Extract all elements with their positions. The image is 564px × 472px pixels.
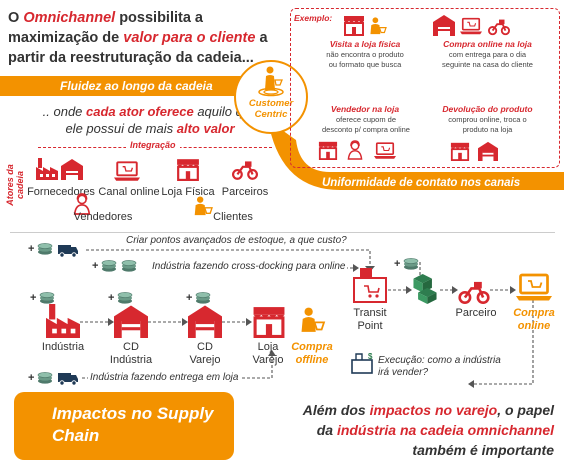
example-desc: com entrega para o dia seguinte na casa … xyxy=(442,50,533,69)
laptop-cart-icon xyxy=(514,273,554,302)
warehouse-icon xyxy=(188,305,222,338)
actor-label: Vendedores xyxy=(73,211,133,223)
headline-highlight: valor para o cliente xyxy=(123,30,256,46)
customer-centric-label: Customer Centric xyxy=(248,98,294,120)
uniformidade-swoosh xyxy=(268,120,564,190)
coins-icon xyxy=(37,243,53,255)
coins-icon xyxy=(101,260,117,272)
actor-label: Loja Física xyxy=(161,186,215,198)
fluidez-banner xyxy=(0,76,270,96)
actor-label: Canal online xyxy=(98,186,160,198)
customer-centric-circle xyxy=(234,60,308,134)
plus-sign: + xyxy=(108,292,115,304)
headline-highlight: Omnichannel xyxy=(23,10,116,26)
motorbike-icon xyxy=(458,280,490,305)
example-title: Vendedor na loja xyxy=(330,104,400,114)
coins-icon xyxy=(195,292,211,304)
execution-icon: $ xyxy=(351,352,373,374)
example-title: Compra online na loja xyxy=(443,39,532,49)
svg-text:$: $ xyxy=(368,352,373,361)
example-desc: oferece cupom de desconto p/ compra onli… xyxy=(322,115,410,134)
impactos-banner xyxy=(14,392,234,460)
plus-sign: + xyxy=(28,243,35,255)
coins-icon xyxy=(37,372,53,384)
impactos-banner-label: Impactos no Supply Chain xyxy=(52,404,214,445)
coins-icon xyxy=(403,258,419,270)
plus-sign: + xyxy=(28,372,35,384)
truck-icon xyxy=(57,372,79,386)
flow-node-label: Compra online xyxy=(513,307,555,332)
truck-icon xyxy=(57,244,79,258)
headline: O Omnichannel possibilita a maximização … xyxy=(8,10,268,66)
plus-sign: + xyxy=(186,292,193,304)
exemplo-label: Exemplo: xyxy=(294,13,333,23)
plus-sign: + xyxy=(394,258,401,270)
store-icon xyxy=(252,305,286,338)
conclusion-text: Além dos impactos no varejo, o papel da … xyxy=(302,402,554,458)
actor-label: Parceiros xyxy=(221,186,269,198)
plus-sign: + xyxy=(30,292,37,304)
customer-centric-icon xyxy=(258,66,284,97)
warehouse-icon xyxy=(114,305,148,338)
actor-label: Clientes xyxy=(213,211,253,223)
integracao-label: Integração xyxy=(126,140,180,150)
example-desc: comprou online, troca o produto na loja xyxy=(448,115,527,134)
plus-sign: + xyxy=(92,260,99,272)
customer-icon xyxy=(300,306,325,333)
flow-node-label: Transit Point xyxy=(353,307,387,332)
boxes-icon xyxy=(413,274,437,304)
flow-node-label: Indústria xyxy=(41,341,85,353)
execucao-label: Execução: como a indústria irá vender? xyxy=(378,355,501,378)
route-label: Indústria fazendo entrega em loja xyxy=(88,372,241,383)
flow-node-label: Compra offline xyxy=(291,341,333,366)
exemplo-panel xyxy=(290,8,560,168)
flow-node-label: Parceiro xyxy=(455,307,497,319)
example-title: Visita a loja física xyxy=(329,39,401,49)
fluidez-banner-label: Fluidez ao longo da cadeia xyxy=(60,79,213,93)
example-desc: não encontra o produto ou formato que bu… xyxy=(326,50,404,69)
flow-node-label: CD Varejo xyxy=(189,341,221,366)
route-label: Criar pontos avançados de estoque, a que… xyxy=(124,235,349,246)
coins-icon xyxy=(39,292,55,304)
route-label: Indústria fazendo cross-docking para onl… xyxy=(150,261,348,272)
flow-node-label: CD Indústria xyxy=(109,341,153,366)
coins-icon xyxy=(117,292,133,304)
flow-node-label: Loja Varejo xyxy=(252,341,284,366)
uniformidade-banner-label: Uniformidade de contato nos canais xyxy=(322,177,521,189)
example-title: Devolução do produto xyxy=(442,104,533,114)
transit-point-icon xyxy=(353,268,387,303)
section-divider xyxy=(10,232,555,233)
factory-icon xyxy=(46,304,80,338)
coins-icon xyxy=(121,260,137,272)
